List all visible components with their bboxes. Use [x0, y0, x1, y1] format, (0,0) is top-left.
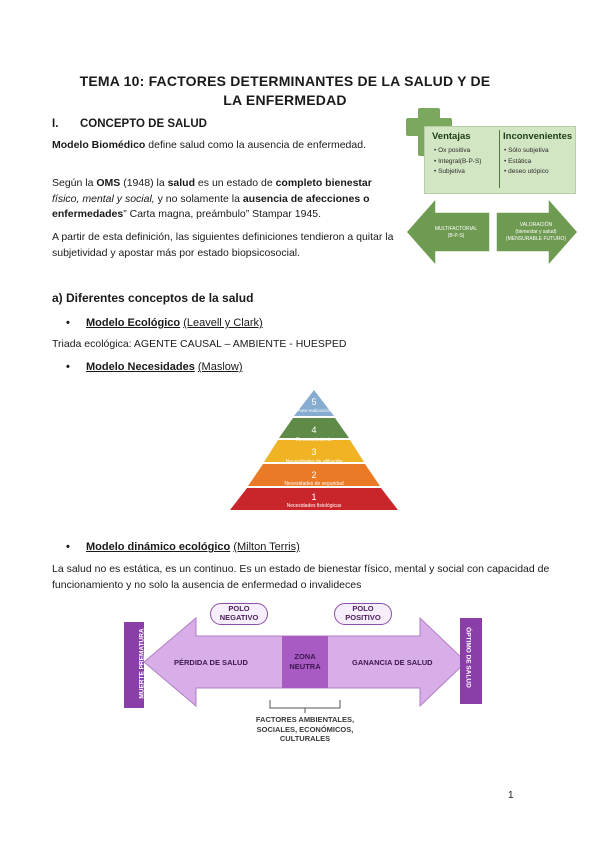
bullet-modelo-ecologico: • Modelo Ecológico (Leavell y Clark): [66, 317, 263, 329]
ganancia-salud-label: GANANCIA DE SALUD: [352, 658, 433, 667]
inconvenientes-item: deseo utópico: [504, 167, 548, 178]
inconvenientes-heading: Inconvenientes: [503, 131, 573, 142]
ventajas-list: Ox positiva Integral(B-P-S) Subjetiva: [434, 146, 481, 178]
p2-completo: completo bienestar: [275, 177, 372, 189]
polo-pos-line: POLO: [352, 604, 374, 613]
zona-neutra-label: ZONA NEUTRA: [282, 652, 328, 672]
p2-e: y no solamente la: [154, 192, 243, 205]
left-arrow-caption: MULTIFACTORIAL (B-P-S): [424, 226, 488, 240]
dynamic-model-diagram: [124, 616, 482, 713]
pyramid-num-1: 1: [311, 492, 317, 502]
p2-c: es un estado de: [195, 177, 276, 189]
pyramid-num-5: 5: [311, 397, 317, 407]
paragraph-biomedico: Modelo Biomédico define salud como la au…: [52, 138, 400, 154]
right-arrow-line: (MENSURABLE FUTURO): [505, 236, 566, 242]
ventajas-item: Ox positiva: [434, 146, 481, 157]
p2-italic: físico, mental y social,: [52, 192, 155, 205]
factores-label: FACTORES AMBIENTALES, SOCIALES, ECONÓMIC…: [225, 715, 385, 744]
p2-b: (1948) la: [120, 177, 168, 189]
pyramid-label-1: Necesidades fisiológicas: [286, 503, 342, 509]
ventajas-divider: [499, 130, 500, 188]
triada-text: Triada ecológica: AGENTE CAUSAL – AMBIEN…: [52, 338, 347, 350]
right-arrow-line: (bienestar y salud): [515, 229, 557, 235]
inconvenientes-item: Sólo subjetiva: [504, 146, 548, 157]
ventajas-heading: Ventajas: [432, 131, 471, 142]
left-arrow-shape: [404, 196, 491, 268]
polo-neg-line: POLO: [228, 604, 250, 613]
page-number: 1: [508, 790, 514, 801]
neutral-zone-rect: [282, 636, 328, 688]
pyramid-label-4: Reconocimiento: [296, 437, 332, 443]
polo-pos-line: POSITIVO: [345, 613, 381, 622]
dynamic-paragraph: La salud no es estática, es un continuo.…: [52, 563, 550, 591]
left-arrow-line: MULTIFACTORIAL: [434, 226, 478, 232]
zona-line: NEUTRA: [289, 662, 321, 671]
optimo-salud-label: ÓPTIMO DE SALUD: [464, 627, 472, 688]
pyramid-level-5: [294, 390, 334, 416]
bullet-author: (Milton Terris): [233, 541, 300, 553]
p2-a: Según la: [52, 177, 97, 189]
perdida-salud-label: PÉRDIDA DE SALUD: [174, 658, 248, 667]
right-side-bar: [460, 618, 482, 704]
pyramid-label-2: Necesidades de seguridad: [284, 481, 344, 487]
double-arrows-graphic: [404, 196, 580, 268]
subsection-a-heading: a) Diferentes conceptos de la salud: [52, 291, 254, 305]
section-title: CONCEPTO DE SALUD: [80, 118, 207, 130]
p1-rest: define salud como la ausencia de enferme…: [145, 139, 366, 151]
p2-salud: salud: [167, 177, 196, 189]
polo-negativo-pill: POLO NEGATIVO: [210, 603, 268, 625]
pyramid-num-4: 4: [311, 425, 317, 435]
bullet-name: Modelo Ecológico: [86, 317, 181, 329]
right-arrow-shape: [495, 196, 580, 268]
zona-line: ZONA: [294, 652, 316, 661]
pyramid-level-1: [230, 488, 398, 510]
p2-ausencia: ausencia de afecciones o enfermedades: [52, 192, 370, 221]
polo-positivo-pill: POLO POSITIVO: [334, 603, 392, 625]
left-arrow-line: (B-P-S): [447, 233, 465, 239]
bullet-author: (Leavell y Clark): [183, 317, 263, 329]
section-number: I.: [52, 118, 59, 130]
bullet-name: Modelo dinámico ecológico: [86, 541, 231, 553]
factores-line: FACTORES AMBIENTALES,: [255, 715, 355, 724]
ventajas-box: [424, 126, 576, 194]
p2-f: ” Carta magna, preámbulo” Stampar 1945.: [123, 208, 322, 220]
polo-neg-line: NEGATIVO: [219, 613, 259, 622]
bold-modelo-biomedico: Modelo Biomédico: [52, 139, 146, 151]
bullet-author: (Maslow): [197, 361, 243, 373]
factores-line: SOCIALES, ECONÓMICOS,: [256, 724, 354, 734]
left-side-bar: [124, 622, 144, 708]
factores-line: CULTURALES: [279, 734, 331, 743]
bullet-dot: •: [66, 317, 70, 329]
pyramid-label-5: Auto-realización: [297, 408, 331, 413]
bullet-modelo-necesidades: • Modelo Necesidades (Maslow): [66, 361, 243, 373]
pyramid-level-2: [248, 464, 380, 486]
pyramid-level-3: [264, 440, 364, 462]
bullet-name: Modelo Necesidades: [86, 361, 195, 373]
pyramid-label-3: Necesidades de afiliación: [285, 459, 343, 465]
maslow-pyramid: [230, 390, 398, 510]
bullet-modelo-dinamico: • Modelo dinámico ecológico (Milton Terr…: [66, 541, 300, 553]
bullet-dot: •: [66, 541, 70, 553]
ventajas-item: Subjetiva: [434, 167, 481, 178]
pyramid-num-3: 3: [311, 447, 317, 457]
inconvenientes-list: Sólo subjetiva Estática deseo utópico: [504, 146, 549, 178]
paragraph-definicion: A partir de esta definición, las siguien…: [52, 231, 394, 259]
ventajas-item: Integral(B-P-S): [434, 157, 481, 168]
muerte-prematura-label: MUERTE PREMATURA: [138, 628, 146, 699]
page-title: TEMA 10: FACTORES DETERMINANTES DE LA SA…: [79, 73, 491, 108]
p2-oms: OMS: [96, 177, 121, 189]
paragraph-oms: Según la OMS (1948) la salud es un estad…: [52, 176, 400, 223]
pyramid-level-4: [279, 418, 349, 438]
pyramid-num-2: 2: [311, 470, 317, 480]
right-arrow-line: VALORACIÓN: [519, 222, 553, 228]
factors-bracket: [269, 700, 341, 709]
inconvenientes-item: Estática: [504, 157, 549, 168]
bullet-dot: •: [66, 361, 70, 373]
right-arrow-caption: VALORACIÓN (bienestar y salud) (MENSURAB…: [498, 222, 574, 243]
